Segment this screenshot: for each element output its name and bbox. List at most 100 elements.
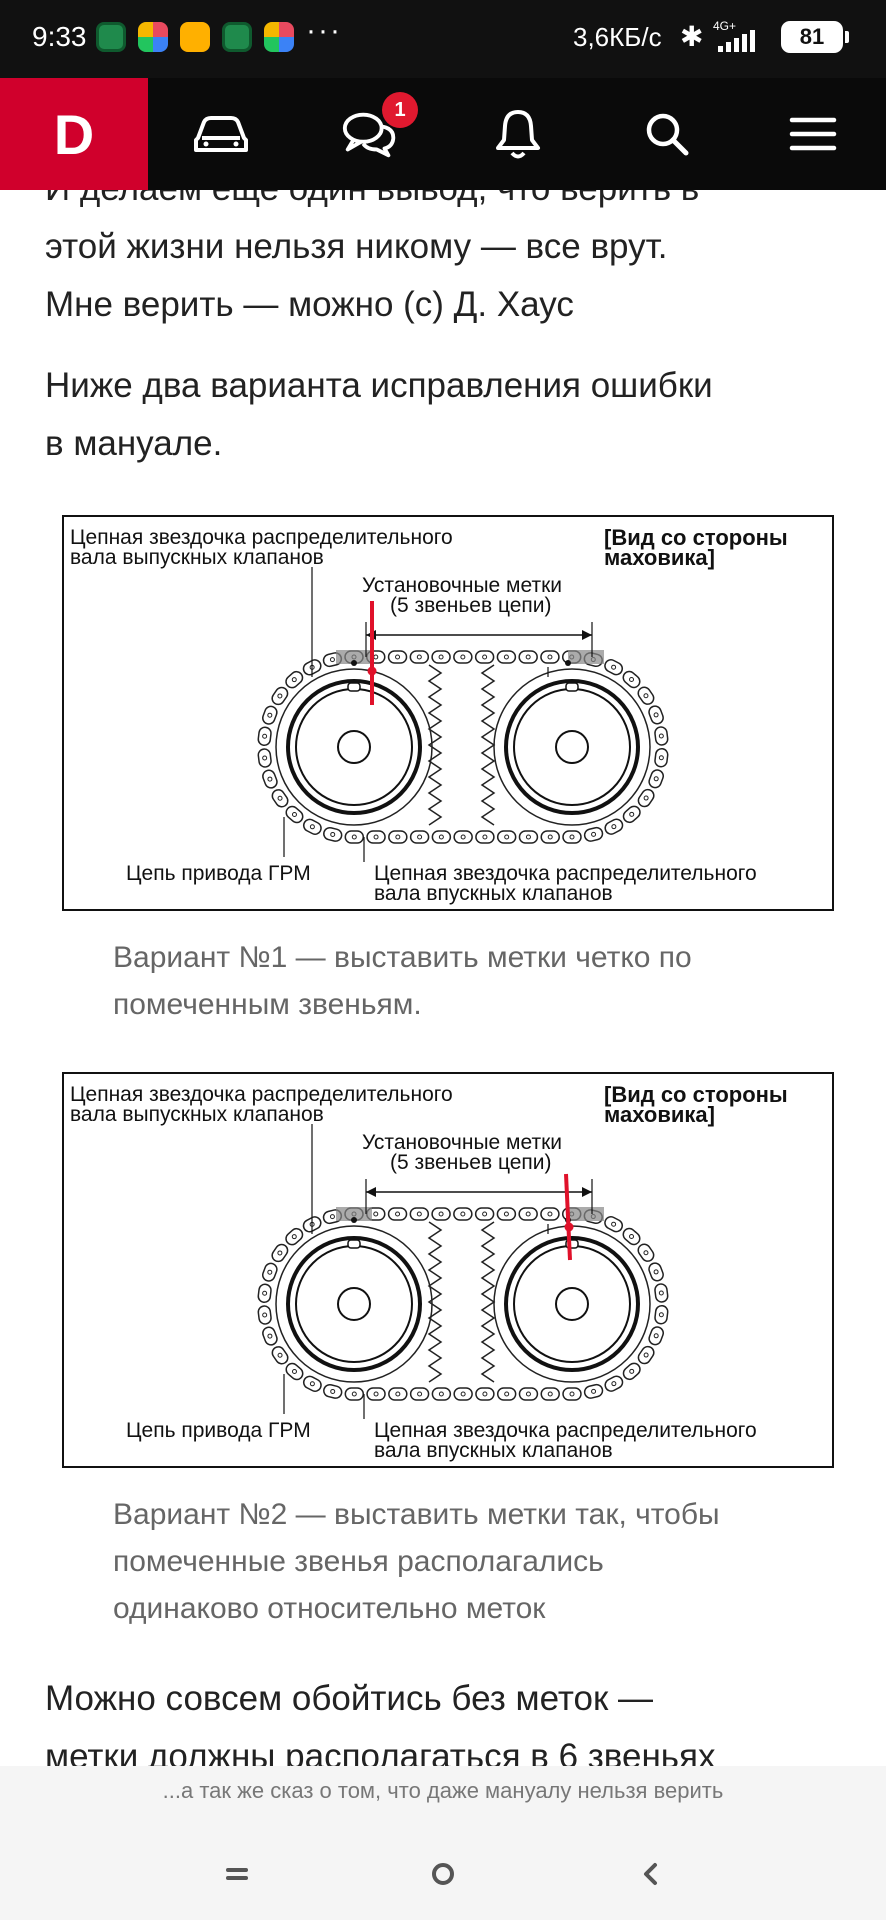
chain-link (637, 686, 655, 705)
chain-link (637, 1345, 655, 1365)
chain-link (453, 830, 473, 844)
chain-link (637, 1243, 655, 1262)
chain-link (285, 1227, 304, 1246)
chain-link (604, 659, 624, 676)
timing-dot (351, 660, 357, 666)
chain-link (648, 1262, 664, 1282)
chain-pin (547, 1211, 553, 1217)
chain-pin (416, 1211, 422, 1217)
sprocket-hub (337, 730, 371, 764)
chain-pin (460, 654, 466, 660)
chain-link (496, 1387, 517, 1401)
article-teaser-link[interactable]: ...а так же сказ о том, что даже мануалу… (162, 1778, 724, 1803)
chain-link (388, 830, 408, 844)
menu-icon[interactable] (783, 106, 843, 162)
chain-link (409, 1387, 430, 1401)
sprocket-teeth (275, 668, 433, 826)
back-icon[interactable] (621, 1844, 681, 1904)
para2-line-1: Ниже два варианта исправления ошибки (45, 366, 713, 405)
chain-link (302, 1375, 322, 1392)
view-label-1: [Вид со стороны (604, 1082, 788, 1107)
chain-pin (547, 654, 553, 660)
app-header: D 1 (0, 78, 886, 190)
chain-pin (351, 1391, 357, 1397)
chain-pin (653, 1333, 659, 1339)
search-icon[interactable] (637, 106, 697, 162)
home-icon[interactable] (413, 1844, 473, 1904)
chain-link (622, 670, 641, 689)
timing-diagram-variant-2[interactable]: Цепная звездочка распределительного вала… (62, 1072, 834, 1468)
chain-pin (262, 733, 268, 739)
chain-link (257, 1305, 272, 1325)
sprocket-rim (504, 1236, 640, 1372)
chain-pin (460, 834, 466, 840)
sprocket-rim (286, 679, 422, 815)
intake-sprocket-label-2: вала впускных клапанов (374, 882, 613, 905)
chain-link (562, 830, 582, 844)
marks-label-2: (5 звеньев цепи) (390, 1151, 552, 1174)
chain-link (518, 830, 539, 844)
sprocket-keyway (347, 1239, 361, 1249)
notification-icons (96, 22, 294, 52)
chain-pin (643, 1250, 649, 1256)
chain-pin (629, 676, 635, 682)
chain-pin (547, 1391, 553, 1397)
chain-link (622, 805, 641, 824)
marks-label-1: Установочные метки (362, 1131, 563, 1154)
chain-pin (330, 1388, 336, 1394)
timing-chain-diagram (257, 1124, 669, 1419)
site-logo[interactable]: D (0, 78, 148, 190)
chain-link (540, 830, 560, 844)
chain-link (271, 1243, 289, 1263)
recent-apps-icon[interactable] (207, 1844, 267, 1904)
chain-link (475, 830, 495, 844)
chain-pin (482, 1391, 488, 1397)
caption-variant-2: Вариант №2 — выставить метки так, чтобы … (113, 1491, 813, 1632)
chain-pin (482, 654, 488, 660)
red-mark-dot (367, 666, 377, 676)
intake-sprocket-label-1: Цепная звездочка распределительного (374, 862, 757, 885)
chain-pin (611, 824, 617, 830)
tensioner-guide (427, 1221, 443, 1383)
chain-link (540, 1207, 560, 1221)
bell-icon[interactable] (488, 106, 548, 162)
chain-pin (267, 1269, 273, 1275)
network-speed: 3,6КБ/с (573, 22, 662, 52)
chain-link (323, 826, 343, 842)
chat-icon[interactable] (340, 106, 400, 162)
view-label-2: маховика] (604, 545, 715, 570)
car-icon[interactable] (191, 106, 251, 162)
chain-pin (351, 834, 357, 840)
chain-pin (267, 1333, 273, 1339)
timing-diagram-variant-1[interactable]: Цепная звездочка распределительного вала… (62, 515, 834, 911)
chain-link (285, 805, 304, 824)
chain-link (431, 650, 451, 664)
caption2-line-2: помеченные звенья располагались (113, 1545, 604, 1578)
chain-pin (438, 1391, 444, 1397)
chain-pin (417, 834, 423, 840)
chain-pin (395, 834, 401, 840)
chain-pin (525, 654, 531, 660)
chain-pin (395, 1391, 401, 1397)
chain-link (271, 789, 289, 808)
chain-link (474, 1207, 495, 1221)
chain-link (257, 1283, 272, 1304)
chain-link (654, 1283, 669, 1303)
chain-link (366, 1387, 386, 1401)
chain-pin (525, 1211, 531, 1217)
chain-pin (525, 834, 531, 840)
chain-pin (658, 1290, 664, 1296)
exhaust-sprocket-label-2: вала выпускных клапанов (70, 1103, 324, 1126)
chain-pin (643, 1352, 649, 1358)
clock: 9:33 (32, 21, 87, 52)
chain-link (474, 650, 495, 664)
chain-pin (277, 1250, 283, 1256)
chain-pin (329, 657, 335, 663)
chain-pin (416, 654, 422, 660)
red-mark-dot (564, 1222, 574, 1232)
chain-link (648, 769, 665, 789)
chain-pin (277, 693, 283, 699)
system-navigation-bar (0, 1828, 886, 1920)
battery-icon: 81 (781, 21, 849, 53)
intake-sprocket-label-2: вала впускных клапанов (374, 1439, 613, 1462)
